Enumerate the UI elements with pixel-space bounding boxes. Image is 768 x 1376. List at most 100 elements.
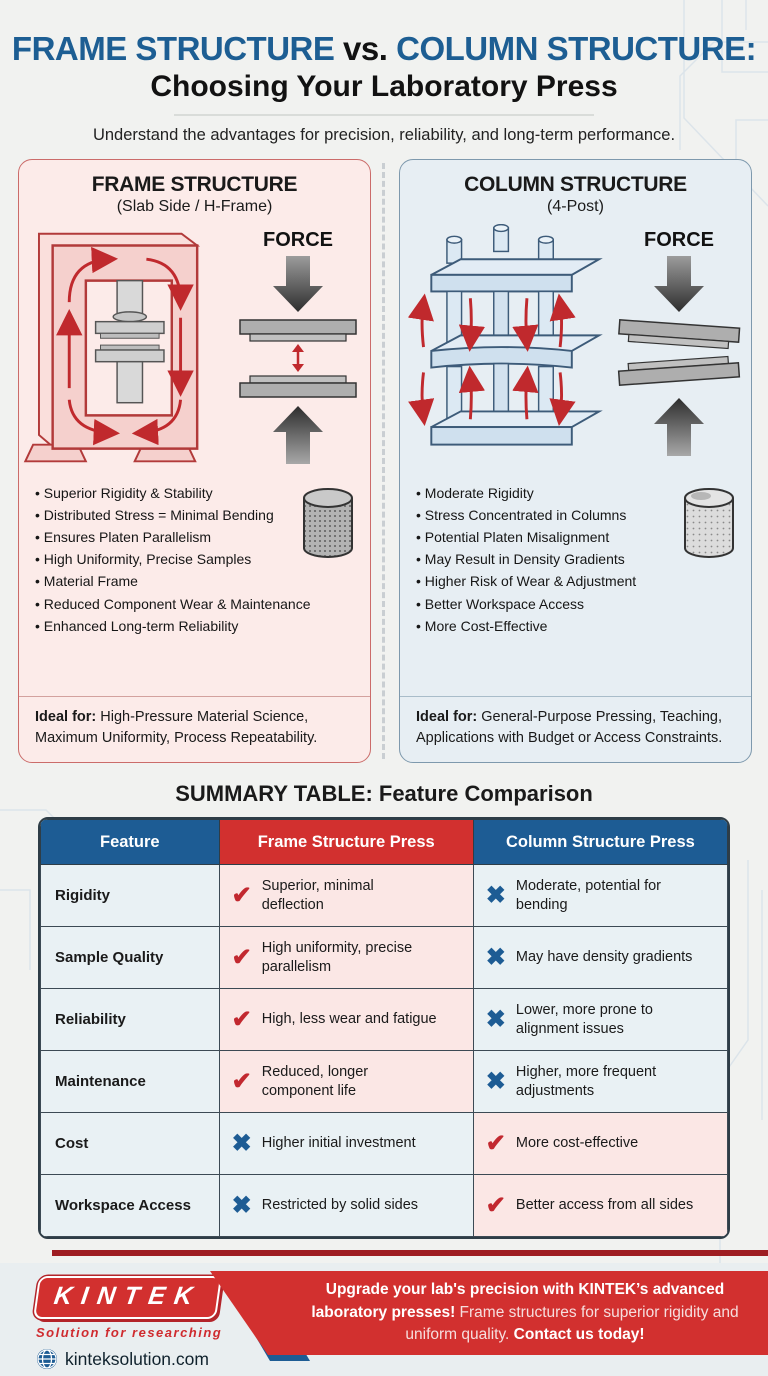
header-frame-structure-press: Frame Structure Press: [218, 819, 474, 865]
check-icon: ✔: [231, 943, 252, 971]
frame-cell-text: Restricted by solid sides: [261, 1197, 419, 1214]
summary-header-row: Feature Frame Structure Press Column Str…: [40, 819, 728, 865]
header-feature: Feature: [40, 819, 220, 865]
frame-bullet: High Uniformity, Precise Samples: [35, 548, 356, 570]
column-force-diagram: FORCE: [617, 229, 741, 456]
footer: KINTEK Solution for researching kintekso…: [0, 1250, 768, 1376]
logo-tagline: Solution for researching: [36, 1325, 223, 1340]
summary-table: Feature Frame Structure Press Column Str…: [38, 817, 730, 1239]
h-frame-press-illustration: [23, 232, 201, 463]
panel-divider: [382, 163, 385, 759]
force-down-arrow: [654, 256, 704, 312]
cta-banner: Upgrade your lab's precision with KINTEK…: [210, 1271, 768, 1361]
cross-icon: ✖: [485, 881, 506, 909]
frame-cell: ✔ Superior, minimal deflection: [218, 864, 474, 927]
comparison-panels: FRAME STRUCTURE (Slab Side / H-Frame): [18, 159, 752, 763]
frame-cell: ✔Reduced, longer component life: [218, 1050, 474, 1113]
page-subtitle: Understand the advantages for precision,…: [92, 126, 676, 144]
frame-ideal-for: Ideal for: High-Pressure Material Scienc…: [19, 696, 370, 762]
column-ideal-text: General-Purpose Pressing, Teaching, Appl…: [416, 709, 723, 746]
column-structure-panel: COLUMN STRUCTURE (4-Post): [399, 159, 752, 763]
column-bullet: Higher Risk of Wear & Adjustment: [416, 570, 737, 592]
title-vs: vs.: [334, 30, 397, 67]
cross-icon: ✖: [485, 1067, 506, 1095]
cta-bold-2: Contact us today!: [513, 1326, 645, 1344]
column-cell: ✖Higher, more frequent adjustments: [472, 1050, 728, 1113]
frame-press-diagram: FORCE: [19, 222, 370, 474]
check-icon: ✔: [485, 1191, 506, 1219]
column-force-label: FORCE: [644, 229, 714, 251]
frame-panel-subtitle: (Slab Side / H-Frame): [116, 198, 273, 215]
column-cell-text: May have density gradients: [515, 949, 693, 966]
kintek-logo-block: KINTEK Solution for researching kintekso…: [32, 1276, 223, 1370]
column-press-diagram: FORCE: [400, 222, 751, 474]
cta-normal: Frame structures for superior rigidity a…: [405, 1303, 739, 1344]
check-icon: ✔: [485, 1129, 506, 1157]
cross-icon: ✖: [231, 1129, 252, 1157]
column-cell-text: More cost-effective: [515, 1135, 639, 1152]
frame-bullet: Material Frame: [35, 570, 356, 592]
frame-ideal-label: Ideal for:: [35, 709, 97, 726]
column-cell: ✖Lower, more prone to alignment issues: [472, 988, 728, 1051]
column-cell: ✔ More cost-effective: [472, 1112, 728, 1175]
table-row: Maintenance ✔Reduced, longer component l…: [40, 1050, 728, 1113]
force-up-arrow: [654, 398, 704, 456]
uniform-sample-cylinder-icon: [303, 488, 353, 558]
gradient-sample-cylinder-icon: [684, 488, 734, 558]
column-cell-text: Moderate, potential for bending: [515, 878, 661, 913]
feature-cell: Sample Quality: [40, 926, 220, 989]
summary-table-body: Rigidity ✔ Superior, minimal deflection ✖…: [40, 864, 728, 1237]
frame-panel-title: FRAME STRUCTURE: [91, 173, 298, 196]
force-up-arrow: [273, 406, 323, 464]
frame-bullet: Reduced Component Wear & Maintenance: [35, 593, 356, 615]
table-row: Sample Quality ✔High uniformity, precise…: [40, 926, 728, 989]
title-frame-structure: FRAME STRUCTURE: [11, 30, 335, 67]
column-bullet: Moderate Rigidity: [416, 482, 737, 504]
column-cell-text: Lower, more prone to alignment issues: [515, 1002, 653, 1037]
column-bullet: Potential Platen Misalignment: [416, 526, 737, 548]
title-divider: [174, 114, 594, 116]
force-down-arrow: [273, 256, 323, 312]
column-ideal-label: Ideal for:: [416, 709, 478, 726]
frame-cell: ✖ Restricted by solid sides: [218, 1174, 474, 1237]
cta-bold-1: Upgrade your lab's precision with KINTEK…: [311, 1281, 725, 1321]
cross-icon: ✖: [485, 943, 506, 971]
check-icon: ✔: [231, 1005, 252, 1033]
footer-accent-bar: [52, 1250, 768, 1256]
check-icon: ✔: [231, 881, 252, 909]
column-panel-title: COLUMN STRUCTURE: [464, 173, 687, 196]
table-row: Workspace Access ✖Restricted by solid si…: [40, 1174, 728, 1237]
feature-cell: Rigidity: [40, 864, 220, 927]
frame-bullet: Enhanced Long-term Reliability: [35, 615, 356, 637]
page-title-line1: FRAME STRUCTURE vs. COLUMN STRUCTURE:: [0, 30, 768, 68]
frame-cell: ✖Higher initial investment: [218, 1112, 474, 1175]
four-post-press-illustration: [407, 224, 603, 446]
frame-cell: ✔High uniformity, precise parallelism: [218, 926, 474, 989]
frame-cell-text: High, less wear and fatigue: [261, 1011, 437, 1028]
column-cell: ✖ May have density gradients: [472, 926, 728, 989]
column-cell: ✔ Better access from all sides: [472, 1174, 728, 1237]
column-ideal-for: Ideal for: General-Purpose Pressing, Tea…: [400, 696, 751, 762]
frame-cell: ✔ High, less wear and fatigue: [218, 988, 474, 1051]
frame-cell-text: Superior, minimal deflection: [261, 878, 374, 913]
column-bullet: May Result in Density Gradients: [416, 548, 737, 570]
frame-bullet: Superior Rigidity & Stability: [35, 482, 356, 504]
table-row: Reliability ✔High, less wear and fatigue…: [40, 988, 728, 1051]
column-panel-subtitle: (4-Post): [547, 198, 604, 215]
table-row: Rigidity ✔ Superior, minimal deflection ✖…: [40, 864, 728, 927]
kintek-logo-text: KINTEK: [52, 1282, 204, 1310]
column-cell: ✖ Moderate, potential for bending: [472, 864, 728, 927]
footer-body: KINTEK Solution for researching kintekso…: [0, 1263, 768, 1376]
column-cell-text: Better access from all sides: [515, 1197, 694, 1214]
feature-cell: Cost: [40, 1112, 220, 1175]
cross-icon: ✖: [231, 1191, 252, 1219]
kintek-logo: KINTEK: [32, 1276, 223, 1319]
website-link[interactable]: kinteksolution.com: [65, 1348, 209, 1369]
frame-force-diagram: FORCE: [239, 229, 357, 464]
page-title-line2: Choosing Your Laboratory Press: [150, 70, 618, 103]
frame-bullet: Distributed Stress = Minimal Bending: [35, 504, 356, 526]
column-bullet-list: Moderate Rigidity Stress Concentrated in…: [400, 474, 751, 637]
frame-bullet-list: Superior Rigidity & Stability Distribute…: [19, 474, 370, 637]
header: FRAME STRUCTURE vs. COLUMN STRUCTURE: Ch…: [0, 0, 768, 145]
check-icon: ✔: [231, 1067, 252, 1095]
